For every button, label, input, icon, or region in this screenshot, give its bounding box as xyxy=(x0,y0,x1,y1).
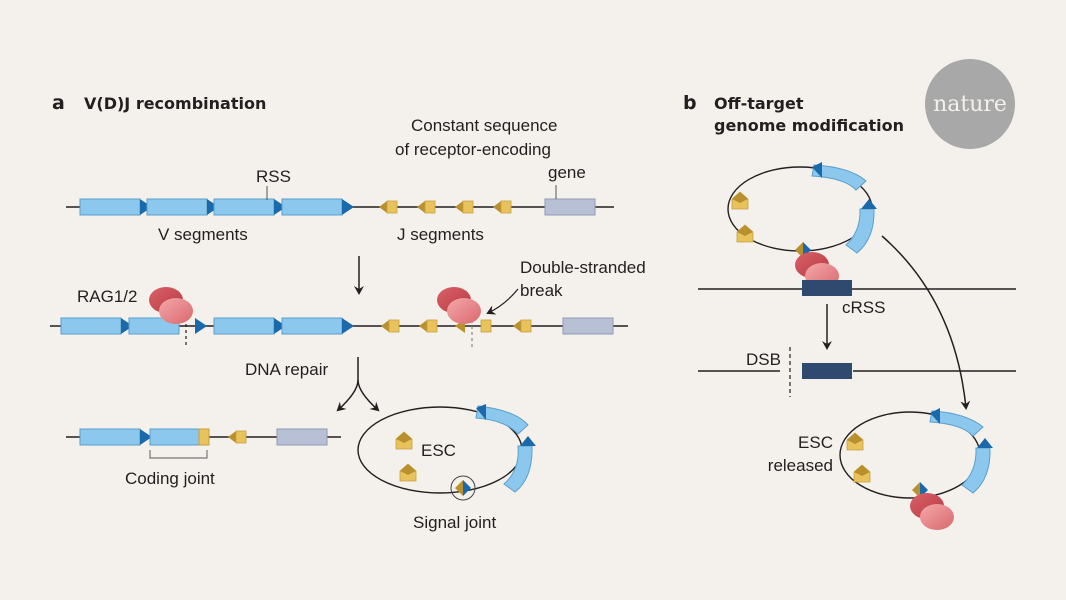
dna-repair-label: DNA repair xyxy=(245,360,328,379)
constant-label-3: gene xyxy=(548,163,586,182)
panel-a-letter: a xyxy=(52,92,65,114)
constant-region xyxy=(544,198,596,216)
coding-joint-locus xyxy=(66,428,341,459)
rag-complex xyxy=(910,493,954,530)
v-segment xyxy=(60,317,134,335)
crss-site xyxy=(802,280,852,296)
v-segment xyxy=(281,198,355,216)
j-segment xyxy=(418,319,438,333)
esc-label: ESC xyxy=(421,441,456,460)
v-segment xyxy=(146,198,220,216)
germline-locus xyxy=(66,185,614,216)
v-segment xyxy=(213,317,287,335)
panel-a-title: V(D)J recombination xyxy=(84,94,266,113)
esc-released-label-2: released xyxy=(768,456,833,475)
j-segment xyxy=(395,431,413,450)
signal-joint-label: Signal joint xyxy=(413,513,496,532)
j-segment xyxy=(416,200,436,214)
j-segment xyxy=(454,200,474,214)
v-segment xyxy=(79,198,153,216)
esc-circle-released xyxy=(839,408,993,530)
repair-split-arrow xyxy=(336,357,380,412)
nature-logo: nature xyxy=(925,59,1015,149)
rag-complex xyxy=(437,287,481,324)
cleaved-locus xyxy=(50,287,628,348)
j-segment xyxy=(380,319,400,333)
j-segment xyxy=(378,200,398,214)
constant-region xyxy=(562,317,614,335)
v-segment-joined xyxy=(149,428,200,446)
v-segment-arc xyxy=(475,405,529,435)
j-segment-joined xyxy=(198,428,210,446)
v-segments-label: V segments xyxy=(158,225,248,244)
rss-cut xyxy=(195,318,207,334)
j-segments-label: J segments xyxy=(397,225,484,244)
v-segment-cut xyxy=(128,317,180,335)
j-segment xyxy=(853,464,871,483)
j-segment xyxy=(492,200,512,214)
v-segment-arc xyxy=(503,445,533,493)
signal-joint-highlight xyxy=(450,475,476,501)
constant-region xyxy=(276,428,328,446)
panel-b-title-1: Off-target xyxy=(714,94,804,113)
j-segment xyxy=(227,430,247,444)
j-segment xyxy=(399,463,417,482)
constant-label-2: of receptor-encoding xyxy=(395,140,551,159)
crss-label: cRSS xyxy=(842,298,885,317)
v-segment xyxy=(213,198,287,216)
esc-circle xyxy=(357,404,536,501)
rag-label: RAG1/2 xyxy=(77,287,137,306)
dsb-label-2: break xyxy=(520,281,563,300)
j-segment xyxy=(512,319,532,333)
release-arrow xyxy=(881,235,971,410)
constant-label-1: Constant sequence xyxy=(411,116,558,135)
rss-label: RSS xyxy=(256,167,291,186)
dsb-label-1: Double-stranded xyxy=(520,258,646,277)
panel-b-letter: b xyxy=(683,92,697,114)
dsb-pointer xyxy=(486,288,519,315)
dsb-label: DSB xyxy=(746,350,781,369)
panel-b-title-2: genome modification xyxy=(714,116,904,135)
j-segment xyxy=(731,191,749,210)
v-segment xyxy=(79,428,153,446)
esc-circle-bound xyxy=(727,162,877,289)
coding-joint-label: Coding joint xyxy=(125,469,215,488)
nature-logo-text: nature xyxy=(933,92,1007,117)
esc-released-label-1: ESC xyxy=(798,433,833,452)
j-segment xyxy=(736,224,754,243)
v-segment xyxy=(281,317,355,335)
j-segment xyxy=(846,432,864,451)
crss-site xyxy=(802,363,852,379)
coding-joint-bracket xyxy=(149,450,208,459)
